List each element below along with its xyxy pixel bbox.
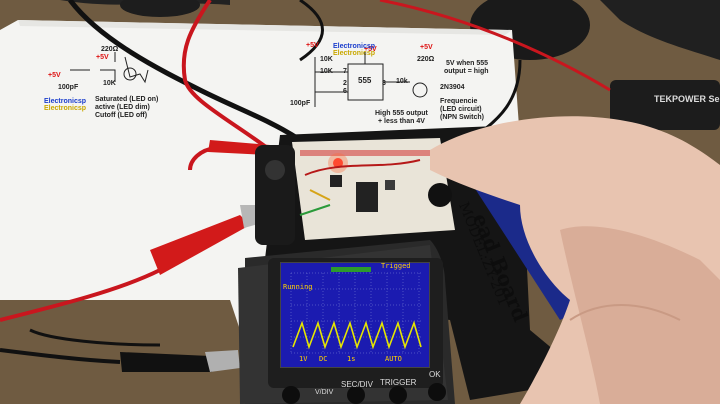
schematic-mid-brand: Electronicsp <box>333 43 376 50</box>
scope-coupling: DC <box>319 355 328 363</box>
schematic-left-lines <box>70 52 149 84</box>
scope-button-sec-div[interactable] <box>347 386 365 404</box>
scope-status: Running <box>283 283 313 291</box>
schematic-right-v: +5V <box>420 44 433 51</box>
schematic-mid-cap: 100pF <box>290 100 311 107</box>
schematic-mid-chip: 555 <box>358 76 372 85</box>
schematic-left-brand-2: Electronicsp <box>44 105 87 112</box>
schematic-left-note-1: Saturated (LED on) <box>95 96 159 103</box>
schematic-left-cap: 100pF <box>58 84 79 91</box>
schematic-left-note-2: active (LED dim) <box>95 104 150 111</box>
schematic-mid-pin-3: 3 <box>382 80 386 87</box>
schematic-left-brand-1: Electronicsp <box>44 98 87 105</box>
schematic-mid-lines <box>314 52 428 107</box>
schematic-right-freq-1: Frequencie <box>440 98 478 105</box>
schematic-right-note-1: 5V when 555 <box>446 60 489 67</box>
power-supply-brand: TEKPOWER Se <box>654 94 720 104</box>
scope-timebase: 1s <box>347 355 356 363</box>
scope-button-1[interactable] <box>282 386 300 404</box>
scope-button-trigger[interactable] <box>389 386 407 404</box>
schematic-left-v1: +5V <box>48 72 61 79</box>
schematic-right-r: 220Ω <box>417 56 435 63</box>
scope-trigger-status: Trigged <box>381 262 411 270</box>
oscilloscope-screen: Running Trigged 1V DC 1s AUTO <box>280 262 430 368</box>
schematic-mid-r1: 10K <box>320 56 333 63</box>
scope-mode: AUTO <box>385 355 402 363</box>
schematic-right-freq-2: (LED circuit) <box>440 106 482 113</box>
schematic-right-transistor: 2N3904 <box>440 84 465 91</box>
schematic-mid-note-2: + less than 4V <box>378 118 425 125</box>
schematic-mid-v2: +5V <box>364 46 377 53</box>
scope-button-ok[interactable] <box>428 383 446 401</box>
oscilloscope-display <box>290 267 422 354</box>
button-trigger-label: TRIGGER <box>380 378 417 387</box>
button-v-div-label: V/DIV <box>315 389 334 396</box>
schematic-left-r2: 10K <box>103 80 116 87</box>
schematic-mid-brand-2: Electronicsp <box>333 50 376 57</box>
schematic-left-r1: 220Ω <box>101 46 119 53</box>
scope-volts: 1V <box>299 355 308 363</box>
button-ok-label: OK <box>429 370 441 379</box>
schematic-right-note-2: output = high <box>444 68 489 75</box>
button-sec-div-label: SEC/DIV <box>341 380 374 389</box>
schematic-mid-pin-2: 2 <box>343 80 347 87</box>
schematic-right-freq-3: (NPN Switch) <box>440 114 484 121</box>
schematic-mid-note-1: High 555 output <box>375 110 428 117</box>
trigger-bar <box>331 267 371 272</box>
schematic-mid-v1: +5V <box>306 42 319 49</box>
schematic-left-v2: +5V <box>96 54 109 61</box>
schematic-left-note-3: Cutoff (LED off) <box>95 112 148 119</box>
signal-trace <box>292 320 422 350</box>
